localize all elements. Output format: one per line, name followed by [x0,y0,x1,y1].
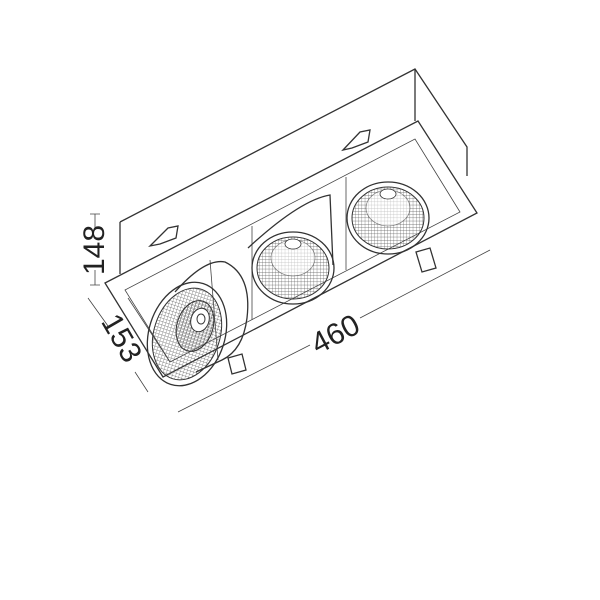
dimension-depth-label: 153 [94,308,148,368]
lamp-middle [247,194,335,305]
dimension-length-label: 460 [306,308,366,361]
lamp-right [346,181,430,255]
spring-clip-left [148,225,179,248]
housing-box [119,68,468,274]
spring-clip-right [341,129,371,152]
mount-tab-right [415,247,437,273]
dimension-height-label: 148 [78,225,111,275]
mount-tab-left [227,353,247,375]
dimension-height: 148 [78,213,111,286]
lamp-left-tilted [146,260,249,387]
